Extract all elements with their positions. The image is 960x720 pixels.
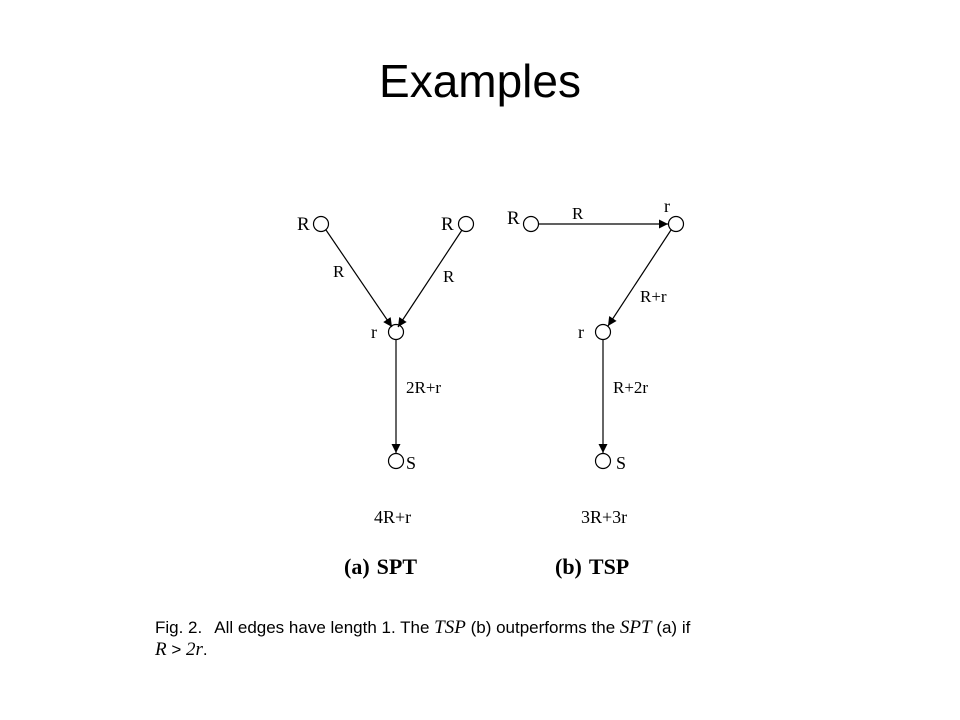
subcaption-a-name: SPT bbox=[377, 554, 418, 579]
caption-cond-op: > bbox=[171, 640, 182, 659]
label-a-right-source: R bbox=[441, 214, 454, 235]
diagram-b-tsp: R r r S R R+r R+2r 3R+3r (b) TSP bbox=[507, 196, 685, 579]
node-a-right-source bbox=[457, 215, 475, 233]
node-b-relay bbox=[594, 323, 612, 341]
node-a-left-source bbox=[312, 215, 330, 233]
label-b-top-right: r bbox=[664, 196, 670, 216]
node-b-left-source bbox=[522, 215, 540, 233]
node-a-sink bbox=[387, 452, 405, 470]
figure-caption: Fig. 2.All edges have length 1. The TSP … bbox=[155, 617, 845, 661]
label-b-relay: r bbox=[578, 322, 584, 342]
edge-b-top-right-to-relay bbox=[607, 229, 672, 327]
label-a-edge-left: R bbox=[333, 262, 345, 281]
label-a-relay: r bbox=[371, 322, 377, 342]
label-b-edge-top: R bbox=[572, 204, 584, 223]
caption-text-3: (a) if bbox=[656, 618, 691, 637]
caption-term-tsp: TSP bbox=[434, 617, 466, 638]
caption-label: Fig. 2. bbox=[155, 618, 203, 637]
label-a-edge-right: R bbox=[443, 267, 455, 286]
caption-text-1: All edges have length 1. The bbox=[214, 618, 430, 637]
subcaption-a-prefix: (a) bbox=[344, 554, 370, 579]
caption-cond-lhs: R bbox=[155, 639, 167, 660]
diagram-a-spt: R R r S R R 2R+r 4R+r (a) SPT bbox=[297, 214, 475, 579]
node-b-top-right bbox=[667, 215, 685, 233]
label-b-edge-diagonal: R+r bbox=[640, 287, 667, 306]
total-a: 4R+r bbox=[374, 507, 411, 527]
edge-a-right-to-relay bbox=[397, 229, 463, 328]
caption-period: . bbox=[202, 640, 208, 659]
network-diagram: R R r S R R 2R+r 4R+r (a) SPT R r r S R R… bbox=[297, 196, 685, 579]
label-a-edge-down: 2R+r bbox=[406, 378, 441, 397]
subcaption-a: (a) SPT bbox=[344, 554, 417, 579]
caption-cond-rhs: 2r bbox=[186, 639, 203, 660]
label-b-sink: S bbox=[616, 453, 626, 473]
slide-title: Examples bbox=[379, 55, 581, 107]
node-a-relay bbox=[387, 323, 405, 341]
label-a-sink: S bbox=[406, 453, 416, 473]
caption-term-spt: SPT bbox=[619, 617, 652, 638]
node-b-sink bbox=[594, 452, 612, 470]
caption-text-2: (b) outperforms the bbox=[470, 618, 616, 637]
total-b: 3R+3r bbox=[581, 507, 627, 527]
subcaption-b-name: TSP bbox=[589, 554, 629, 579]
edge-a-left-to-relay bbox=[325, 229, 393, 328]
label-b-left-source: R bbox=[507, 208, 520, 229]
subcaption-b-prefix: (b) bbox=[555, 554, 582, 579]
label-b-edge-down: R+2r bbox=[613, 378, 648, 397]
subcaption-b: (b) TSP bbox=[555, 554, 629, 579]
label-a-left-source: R bbox=[297, 214, 310, 235]
